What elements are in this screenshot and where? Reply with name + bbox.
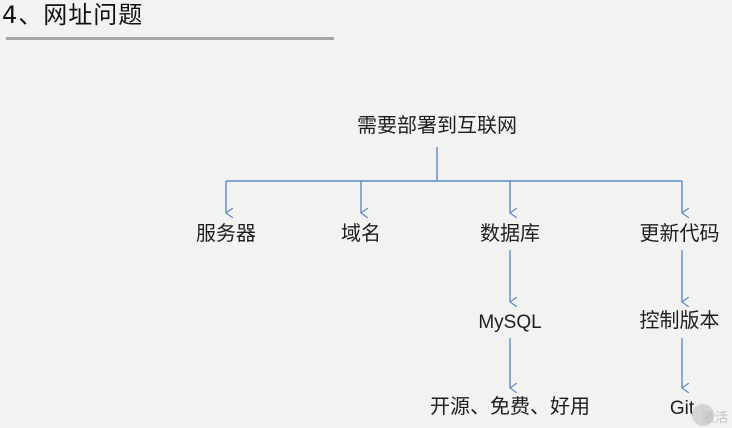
- mysql-note-node: 开源、免费、好用: [430, 394, 590, 418]
- root-node: 需要部署到互联网: [357, 113, 517, 137]
- title-underline: [6, 37, 334, 40]
- database-node: 数据库: [480, 221, 540, 245]
- activation-watermark: 激活: [692, 402, 732, 428]
- domain-node: 域名: [341, 221, 381, 245]
- watermark-text: 激活: [702, 411, 729, 426]
- update-code-node: 更新代码: [639, 221, 720, 245]
- slide-title: 4、网址问题: [2, 1, 144, 29]
- git-node: Git: [669, 398, 695, 419]
- version-control-node: 控制版本: [639, 308, 720, 332]
- mysql-node: MySQL: [478, 312, 542, 333]
- server-node: 服务器: [196, 221, 256, 245]
- watermark-logo-icon: [692, 404, 714, 426]
